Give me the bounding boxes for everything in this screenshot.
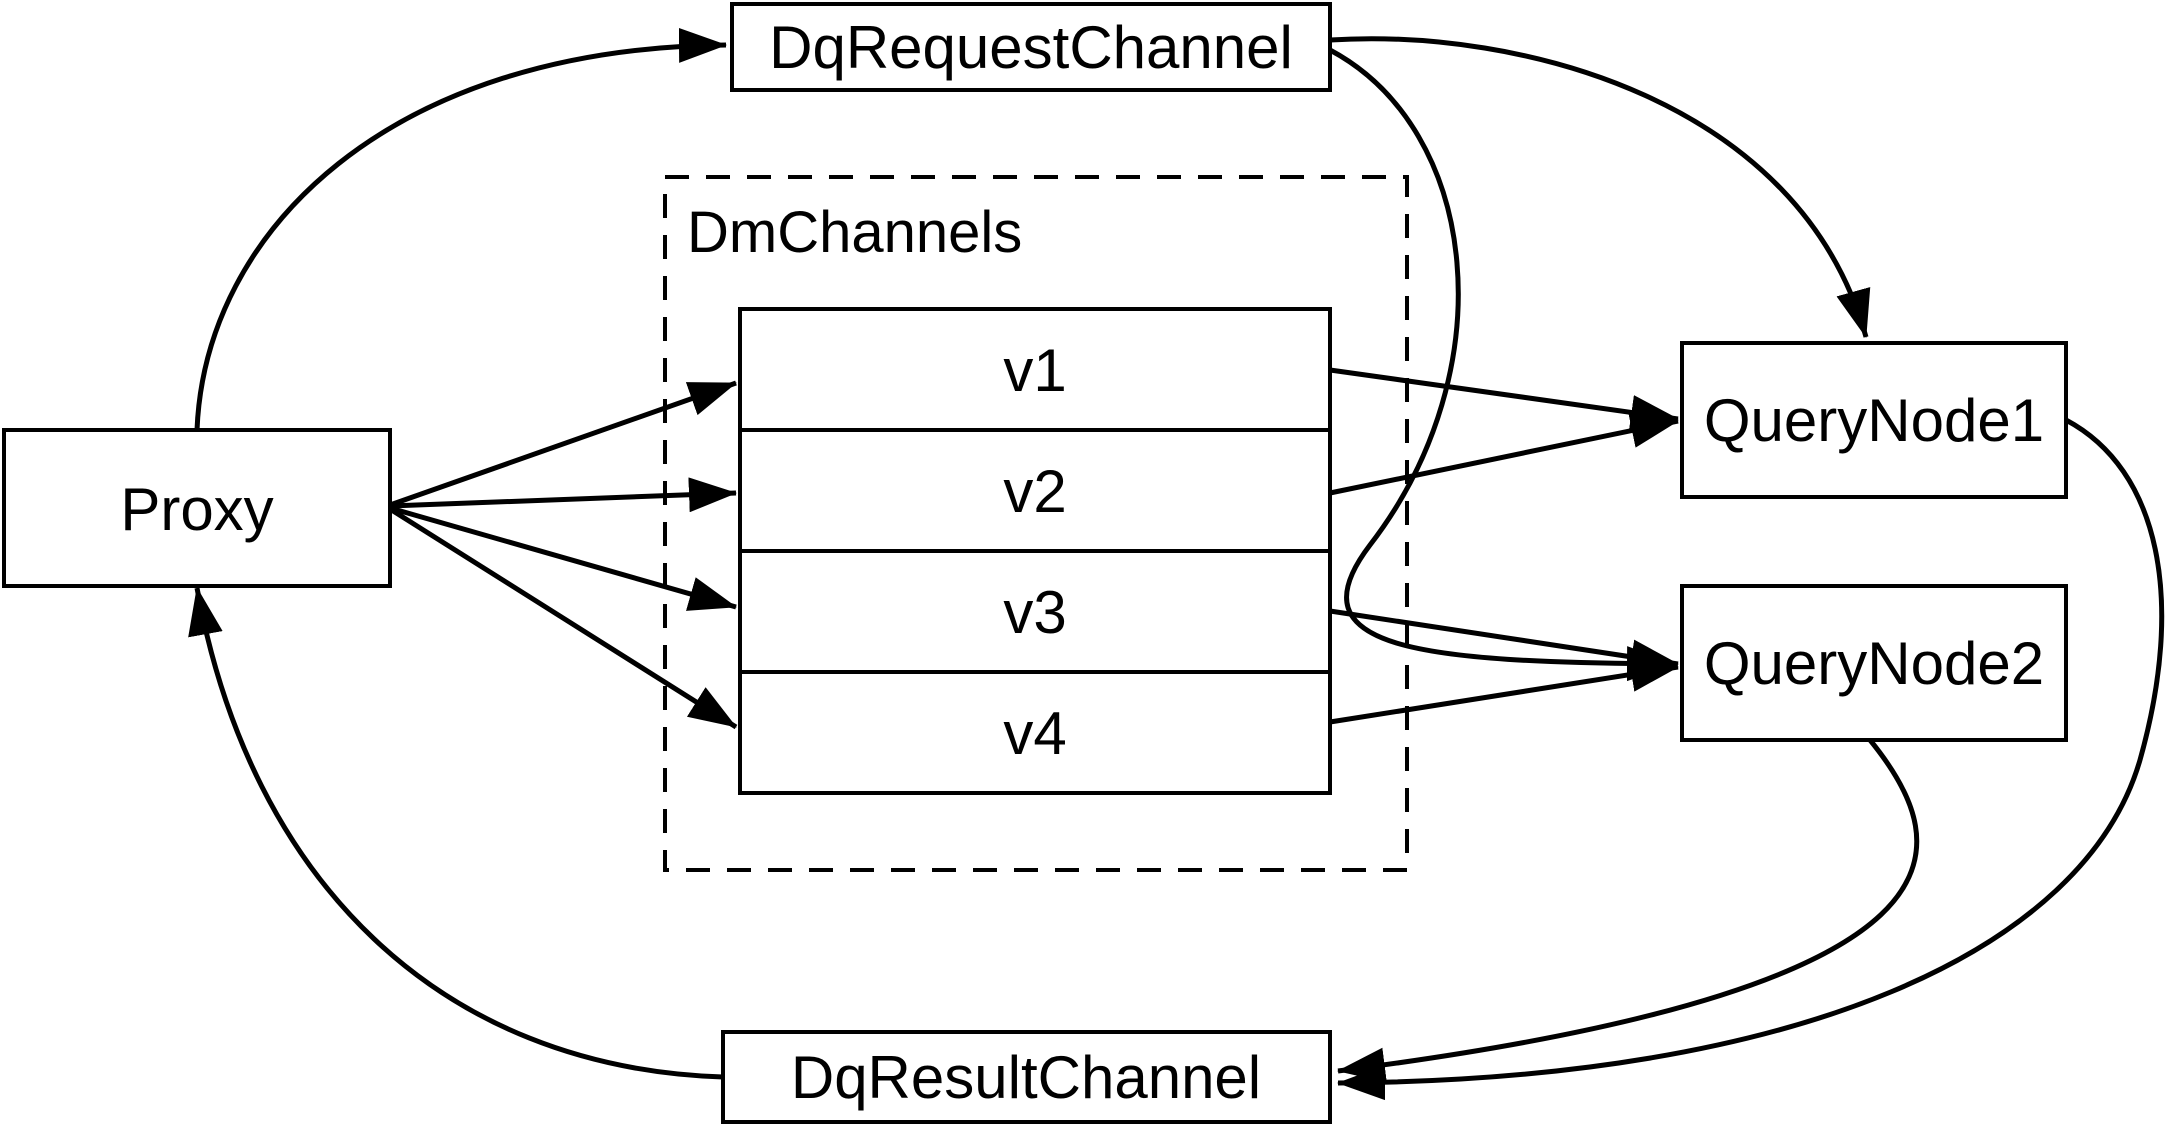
dqrequestchannel-label: DqRequestChannel [769, 14, 1293, 81]
querynode2-node [1680, 584, 2068, 742]
v3-label: v3 [1003, 579, 1066, 646]
proxy-node [2, 428, 392, 588]
v1-label: v1 [1003, 337, 1066, 404]
edge-proxy-to-v3 [389, 505, 737, 611]
edge-proxy-to-v4 [388, 506, 738, 730]
edge-querynode1-to-dqresultchannel [1337, 417, 2165, 1101]
edge-v4-to-querynode2 [1329, 657, 1679, 725]
querynode1-node [1680, 341, 2068, 499]
edge-proxy-to-dqrequestchannel [194, 27, 727, 431]
edge-v3-to-querynode2 [1329, 608, 1679, 675]
v4-label: v4 [1003, 700, 1066, 767]
edge-v1-to-querynode1 [1329, 367, 1679, 430]
dmchannels-label: DmChannels [687, 200, 1022, 265]
edge-dqrequestchannel-to-querynode2 [1328, 47, 1675, 682]
edge-dqresultchannel-to-proxy [188, 587, 724, 1080]
edge-proxy-to-v1 [389, 380, 737, 508]
edge-dqrequestchannel-to-querynode1 [1329, 36, 1871, 338]
edge-querynode2-to-dqresultchannel [1337, 738, 1920, 1083]
edge-group [188, 27, 2165, 1101]
dmchannels-group-box [663, 175, 1409, 872]
v2-label: v2 [1003, 458, 1066, 525]
dqresultchannel-label: DqResultChannel [791, 1044, 1261, 1111]
proxy-label: Proxy [120, 476, 273, 543]
node-group: DmChannels Proxy DqRequestChannel v1 v2 … [2, 2, 2068, 1124]
querynode2-label: QueryNode2 [1704, 630, 2044, 697]
dqresultchannel-node [721, 1030, 1332, 1124]
dqrequestchannel-node [730, 2, 1332, 92]
edge-proxy-to-v2 [389, 477, 737, 513]
querynode1-label: QueryNode1 [1704, 387, 2044, 454]
edge-v2-to-querynode1 [1329, 413, 1679, 496]
